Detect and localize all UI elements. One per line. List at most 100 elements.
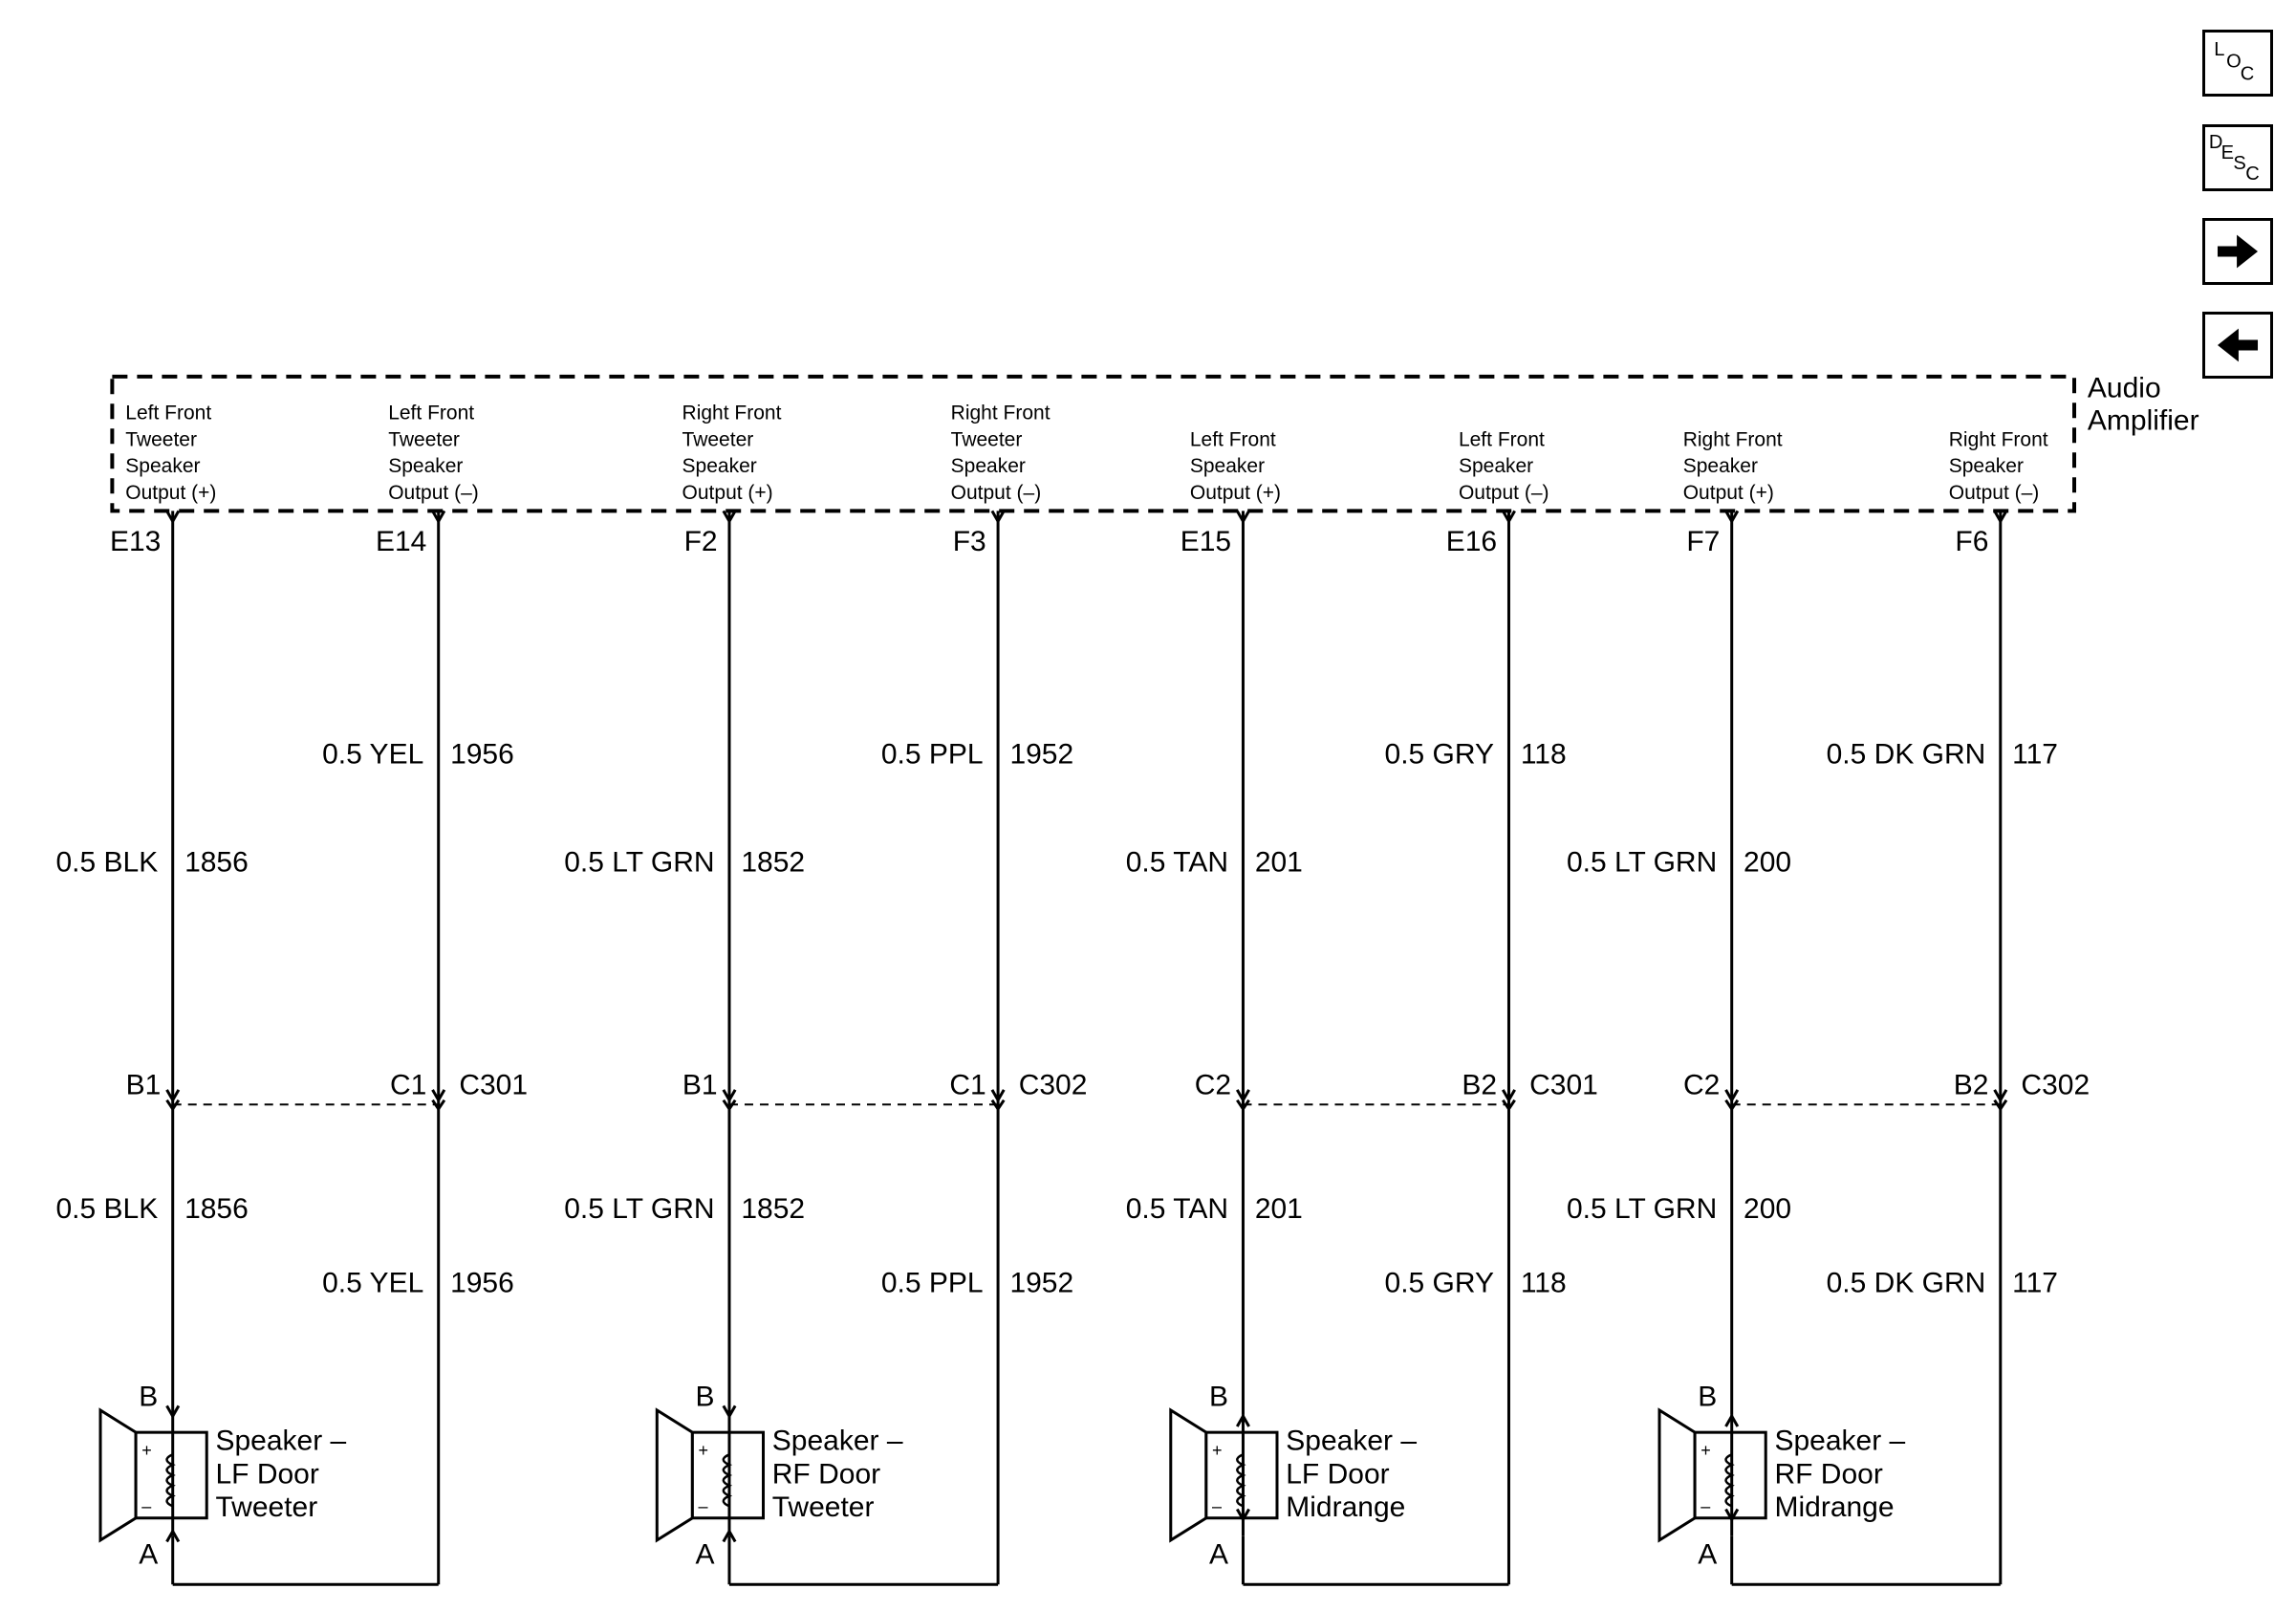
desc-letter-s: S [2233, 153, 2245, 174]
circuit-4-header-line-2: Tweeter [951, 428, 1023, 450]
circuit-8-header-line-1: Right Front [1949, 428, 2048, 450]
speaker-1-pin-a: A [139, 1539, 158, 1571]
connector-2-name: C301 [459, 1069, 528, 1100]
speaker-1-pin-b: B [139, 1381, 158, 1412]
speaker-2-label-line-2: RF Door [772, 1458, 880, 1490]
module-pin-2: E14 [376, 526, 426, 557]
next-page-button[interactable] [2202, 218, 2273, 285]
wire-7-circuit-lower: 200 [1744, 1193, 1791, 1225]
wire-5-color-upper: 0.5 TAN [1126, 846, 1228, 878]
connector-3-chevron [722, 1099, 737, 1112]
speaker-1-label-line-2: LF Door [215, 1458, 318, 1490]
speakers: +–+–+–+– [98, 1404, 1767, 1543]
wire-2-color-upper: 0.5 YEL [322, 739, 423, 771]
desc-button[interactable]: D E S C [2202, 124, 2273, 191]
module-pin-6-chevron [1501, 510, 1516, 525]
wire-3-circuit-lower: 1852 [741, 1193, 805, 1225]
speaker-4-label-line-1: Speaker – [1774, 1426, 1905, 1457]
connector-4-pin: C1 [949, 1069, 986, 1100]
wire-5-circuit-lower: 201 [1255, 1193, 1303, 1225]
module-name-line1: Audio [2088, 372, 2161, 403]
module-pin-7: F7 [1686, 526, 1720, 557]
circuit-3-header-line-1: Right Front [682, 403, 782, 425]
speaker-4-minus: – [1700, 1497, 1710, 1516]
speaker-2-cone [655, 1407, 694, 1543]
speaker-4-plus: + [1700, 1441, 1711, 1460]
wire-4-circuit-upper: 1952 [1009, 739, 1073, 771]
connector-4-arrow [990, 1089, 1006, 1103]
circuit-1-header-line-3: Speaker [125, 455, 200, 477]
inline-connectors [165, 1089, 2008, 1112]
speaker-2-label-line-1: Speaker – [772, 1426, 903, 1457]
circuit-2-header-line-1: Left Front [388, 403, 474, 425]
module-pin-8: F6 [1955, 526, 1988, 557]
speaker-3-pin-a: A [1209, 1539, 1228, 1571]
wire-3-color-lower: 0.5 LT GRN [564, 1193, 714, 1225]
wire-7-circuit-upper: 200 [1744, 846, 1791, 878]
module-pin-4-chevron [990, 510, 1006, 525]
connector-2-chevron [431, 1099, 446, 1112]
arrow-left-icon [2217, 328, 2259, 362]
speaker-4-pin-b: B [1698, 1381, 1717, 1412]
wire-1-color-lower: 0.5 BLK [56, 1193, 159, 1225]
previous-page-button[interactable] [2202, 312, 2273, 379]
module-pin-3: F2 [684, 526, 718, 557]
connector-7-chevron [1724, 1099, 1740, 1112]
connector-5-chevron [1236, 1099, 1250, 1112]
circuit-5-header-line-1: Left Front [1190, 428, 1276, 450]
desc-letter-d: D [2209, 132, 2223, 153]
speaker-3-input-arrow [1235, 1413, 1250, 1427]
speaker-4-input-arrow [1724, 1413, 1740, 1427]
speaker-1-plus: + [141, 1441, 152, 1460]
speaker-2-coil [722, 1453, 733, 1508]
speaker-4-label-line-3: Midrange [1774, 1491, 1894, 1523]
speaker-2-output-arrow [722, 1528, 737, 1543]
connector-1-pin: B1 [126, 1069, 162, 1100]
speaker-3-minus: – [1212, 1497, 1222, 1516]
connector-7-pin: C2 [1683, 1069, 1720, 1100]
speaker-2-pin-b: B [696, 1381, 715, 1412]
speaker-3-output-arrow [1235, 1508, 1250, 1523]
circuit-3-header-line-3: Speaker [682, 455, 757, 477]
circuit-4-header-line-4: Output (–) [951, 482, 1042, 504]
connector-3-arrow [722, 1089, 737, 1103]
wire-8-circuit-lower: 117 [2012, 1267, 2058, 1298]
circuit-3-header-line-2: Tweeter [682, 428, 754, 450]
module-pin-2-chevron [431, 510, 446, 525]
connector-8-arrow [1993, 1089, 2008, 1103]
wire-4-circuit-lower: 1952 [1009, 1267, 1073, 1298]
module-pin-4: F3 [953, 526, 986, 557]
loc-button[interactable]: L O C [2202, 30, 2273, 97]
circuit-5-header-line-3: Output (+) [1190, 482, 1281, 504]
wire-6-color-upper: 0.5 GRY [1385, 739, 1495, 771]
wire-1-circuit-upper: 1856 [184, 846, 249, 878]
loc-letter-o: O [2226, 52, 2242, 73]
speaker-2-input-arrow [722, 1404, 737, 1420]
circuit-6-header-line-3: Output (–) [1459, 482, 1549, 504]
desc-letter-c: C [2245, 163, 2260, 185]
speaker-1-input-arrow [165, 1404, 181, 1420]
loc-letter-c: C [2241, 63, 2255, 84]
wire-3-color-upper: 0.5 LT GRN [564, 846, 714, 878]
module-pin-1: E13 [110, 526, 161, 557]
speaker-2-label-line-3: Tweeter [772, 1491, 875, 1523]
speaker-3-label-line-1: Speaker – [1286, 1426, 1417, 1457]
speaker-1-label-line-3: Tweeter [215, 1491, 317, 1523]
wire-1-circuit-lower: 1856 [184, 1193, 249, 1225]
module-pin-7-chevron [1724, 510, 1740, 525]
circuit-1-header-line-4: Output (+) [125, 482, 216, 504]
speaker-4-label-line-2: RF Door [1774, 1458, 1882, 1490]
desc-icon: D E S C [2209, 132, 2260, 185]
connector-8-name: C302 [2021, 1069, 2090, 1100]
module-pin-5-chevron [1235, 510, 1250, 525]
wire-6-circuit-upper: 118 [1521, 739, 1567, 771]
circuit-1-header-line-2: Tweeter [125, 428, 197, 450]
wire-8-color-upper: 0.5 DK GRN [1827, 739, 1986, 771]
connector-1-arrow [165, 1089, 181, 1103]
speaker-4-coil [1724, 1453, 1735, 1508]
speaker-3-plus: + [1212, 1441, 1223, 1460]
circuit-7-header-line-3: Output (+) [1683, 482, 1774, 504]
